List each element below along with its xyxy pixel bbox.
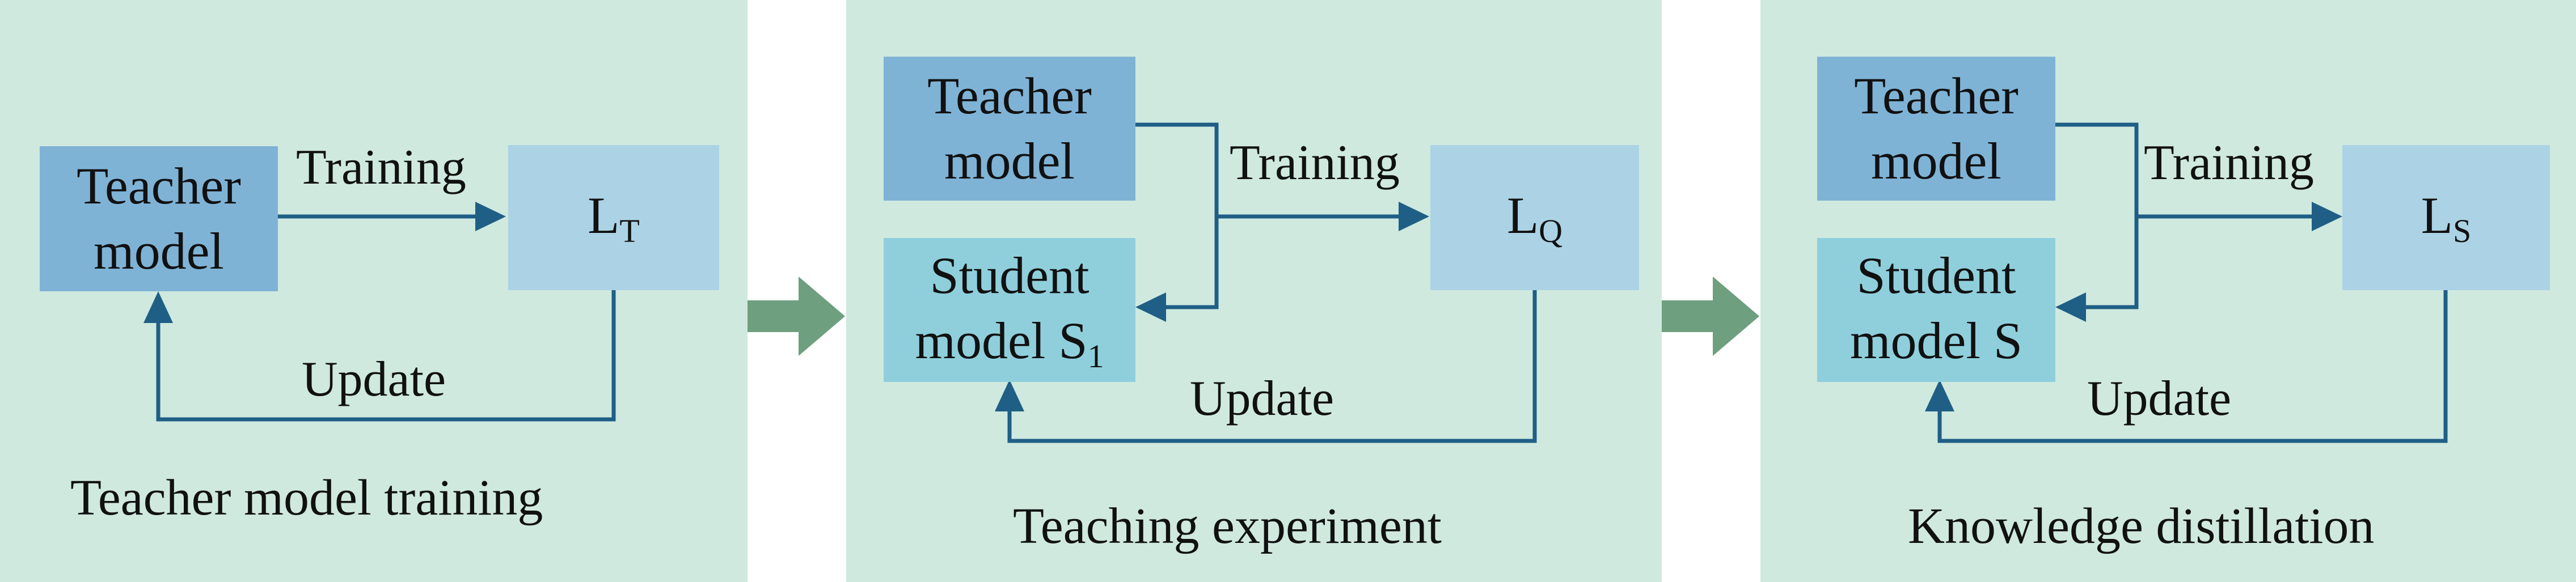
p3-student-model-box: Student model S	[1817, 238, 2055, 382]
p2-loss-label: LQ	[1506, 186, 1563, 250]
p2-teacher-model-label: Teacher model	[927, 67, 1092, 190]
p3-update-loop-line	[1937, 289, 2448, 443]
p2-loss-box: LQ	[1430, 145, 1639, 290]
p2-student-model-box: Student model S1	[884, 238, 1135, 382]
p2-student-arrowhead	[1135, 292, 1166, 322]
p1-loss-box: LT	[508, 145, 719, 290]
p3-training-label: Training	[2144, 135, 2314, 190]
p2-teacher-model-box: Teacher model	[884, 57, 1135, 201]
p1-loss-label: LT	[588, 186, 640, 250]
p3-student-arrowhead	[2055, 292, 2086, 322]
p3-teacher-model-label: Teacher model	[1854, 67, 2018, 190]
p2-training-label: Training	[1230, 135, 1400, 190]
p3-update-label: Update	[2087, 371, 2232, 426]
p1-teacher-model-label: Teacher model	[77, 157, 241, 280]
p2-training-arrowhead	[1399, 202, 1429, 231]
p2-update-label: Update	[1190, 371, 1335, 426]
stage-arrow-1	[748, 277, 845, 356]
p1-teacher-model-box: Teacher model	[40, 146, 278, 291]
p1-update-arrowhead	[143, 291, 173, 323]
p3-teacher-junction-line	[2055, 122, 2139, 309]
p1-caption: Teacher model training	[70, 470, 543, 526]
p1-update-label: Update	[302, 352, 446, 407]
p1-training-label: Training	[296, 140, 466, 195]
p2-update-loop-line	[1007, 289, 1537, 443]
p3-loss-box: LS	[2342, 145, 2550, 290]
p2-student-model-label: Student model S1	[915, 246, 1104, 375]
p3-loss-label: LS	[2421, 186, 2472, 250]
p3-update-arrowhead	[1925, 380, 1954, 411]
p1-training-arrowhead	[475, 202, 506, 231]
p2-caption: Teaching experiment	[1013, 498, 1442, 554]
p2-teacher-junction-line	[1135, 122, 1219, 309]
p1-update-loop-line	[156, 289, 616, 422]
p3-teacher-model-box: Teacher model	[1817, 57, 2055, 201]
p3-student-model-label: Student model S	[1849, 246, 2023, 369]
p3-training-arrowhead	[2312, 202, 2342, 231]
stage-arrow-2	[1662, 277, 1759, 356]
p2-update-arrowhead	[995, 380, 1024, 411]
p3-caption: Knowledge distillation	[1908, 498, 2375, 554]
